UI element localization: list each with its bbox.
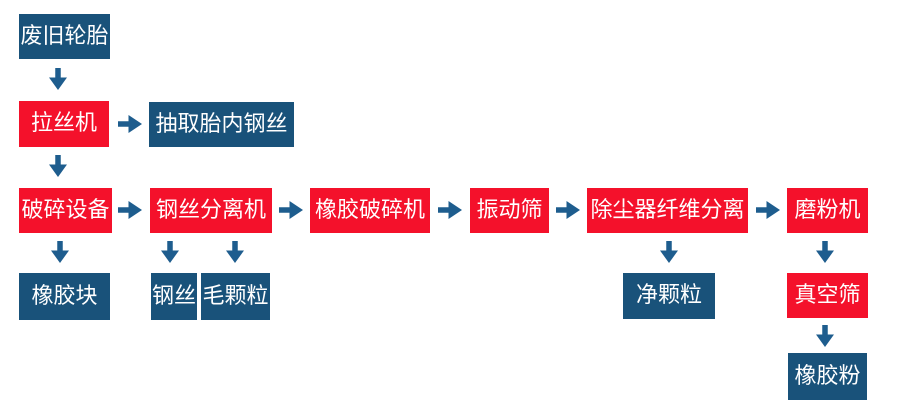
- arrow-down-icon: [815, 324, 835, 348]
- arrow-down-icon: [225, 240, 245, 264]
- arrow-right-icon: [555, 200, 581, 220]
- node-grinding-mill: 磨粉机: [787, 188, 868, 233]
- node-dust-collector-fiber-separation: 除尘器纤维分离: [587, 188, 748, 233]
- node-vacuum-screen: 真空筛: [787, 273, 868, 318]
- node-rubber-powder: 橡胶粉: [788, 353, 867, 400]
- node-crushing-equipment: 破碎设备: [19, 188, 112, 233]
- node-coarse-granules: 毛颗粒: [201, 273, 270, 320]
- node-steel-wire-separator: 钢丝分离机: [150, 188, 272, 233]
- arrow-down-icon: [48, 154, 68, 178]
- arrow-down-icon: [659, 240, 679, 264]
- node-waste-tires: 废旧轮胎: [19, 14, 110, 59]
- arrow-right-icon: [755, 200, 781, 220]
- node-wire-drawing-machine: 拉丝机: [19, 101, 109, 147]
- node-extracted-tire-steel-wire: 抽取胎内钢丝: [149, 102, 294, 147]
- node-vibrating-screen: 振动筛: [470, 188, 549, 233]
- arrow-down-icon: [160, 240, 180, 264]
- arrow-down-icon: [815, 240, 835, 264]
- arrow-right-icon: [437, 200, 463, 220]
- arrow-down-icon: [48, 67, 68, 91]
- arrow-right-icon: [117, 114, 143, 134]
- arrow-down-icon: [50, 240, 70, 264]
- node-rubber-blocks: 橡胶块: [19, 273, 110, 320]
- arrow-right-icon: [117, 200, 143, 220]
- node-clean-granules: 净颗粒: [623, 273, 715, 319]
- node-rubber-crusher: 橡胶破碎机: [310, 188, 430, 233]
- arrow-right-icon: [278, 200, 304, 220]
- node-steel-wire: 钢丝: [151, 273, 197, 320]
